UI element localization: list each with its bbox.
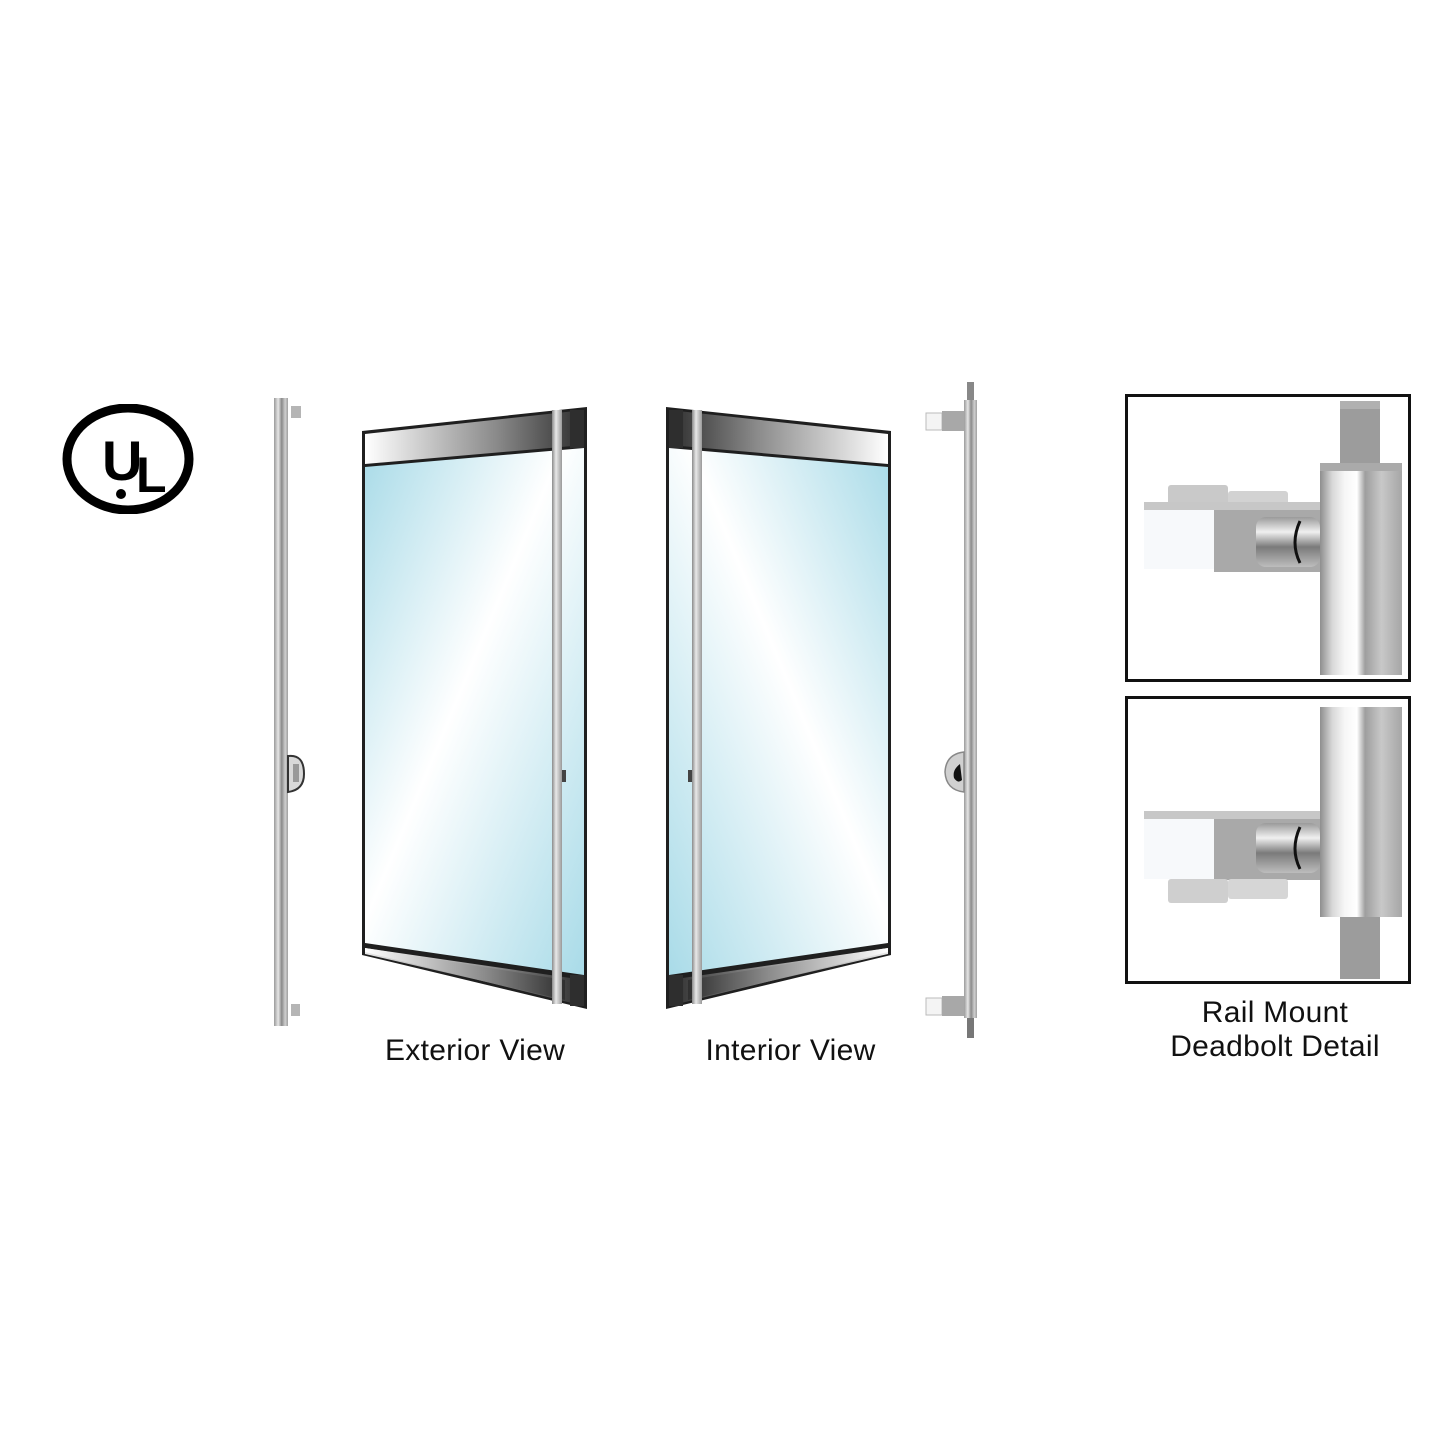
- svg-text:L: L: [136, 447, 167, 503]
- deadbolt-detail-bottom: [1125, 696, 1411, 984]
- exterior-door-illustration: [355, 400, 595, 1020]
- deadbolt-detail-top: [1125, 394, 1411, 682]
- interior-rail-side-view: [920, 380, 990, 1045]
- interior-door-illustration: [660, 400, 900, 1020]
- ul-logo-icon: U L: [62, 404, 194, 514]
- exterior-rail-side-view: [266, 396, 316, 1030]
- ul-logo: U L: [62, 404, 195, 514]
- svg-text:U: U: [102, 429, 142, 492]
- detail-caption-line2: Deadbolt Detail: [1170, 1030, 1380, 1063]
- detail-caption-line1: Rail Mount: [1201, 996, 1349, 1029]
- exterior-view-caption: Exterior View: [384, 1034, 566, 1067]
- interior-view-caption: Interior View: [705, 1034, 876, 1067]
